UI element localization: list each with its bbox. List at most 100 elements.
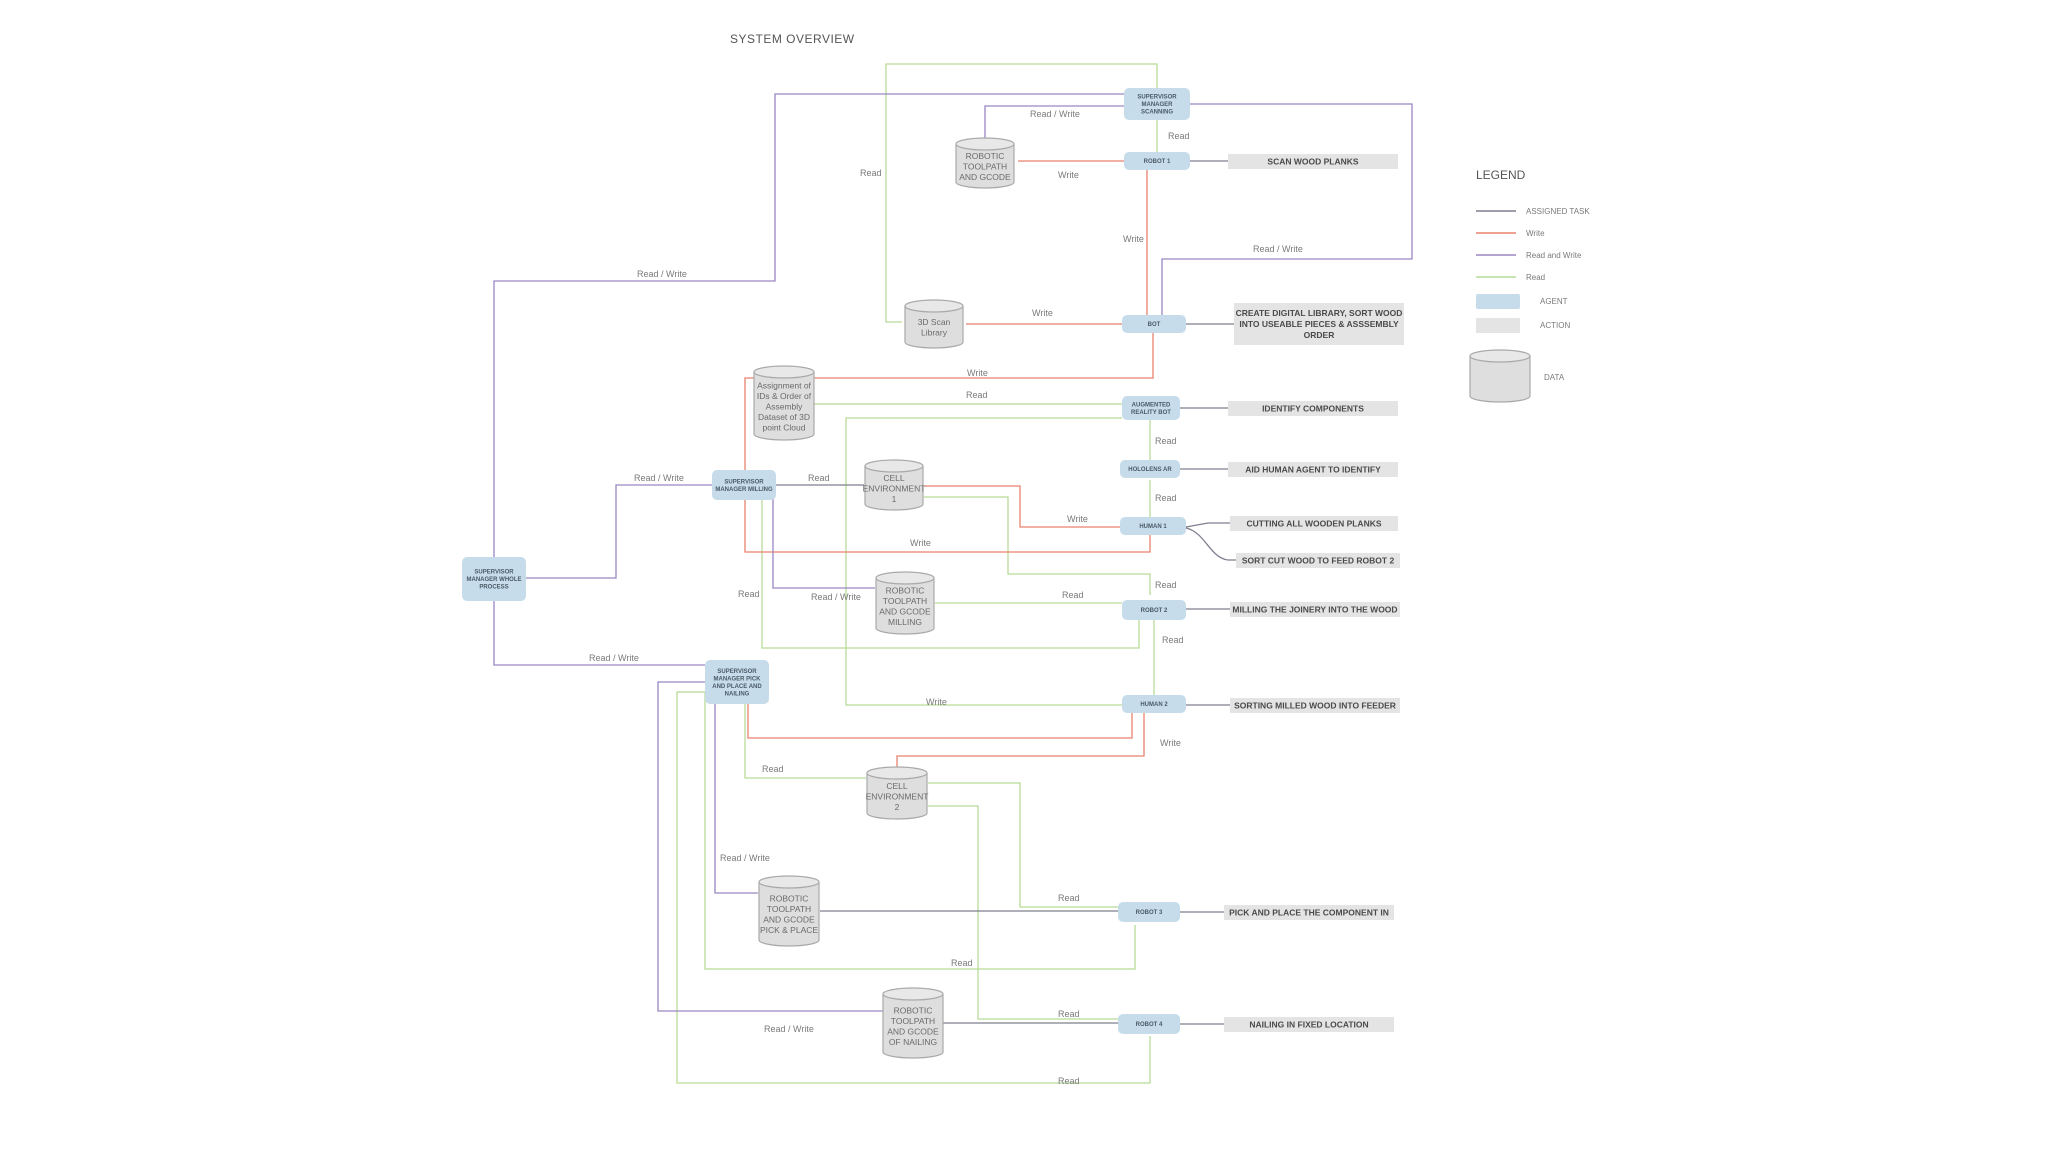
agent-label: HUMAN 2 [1140,702,1168,708]
agent-label: AUGMENTED [1132,402,1171,408]
data-store-body [882,994,944,1059]
legend-label: DATA [1544,373,1565,382]
rw-milling-to-toolmill [772,492,875,589]
agent-robot1: ROBOT 1 [1124,152,1190,170]
agent-label: REALITY BOT [1131,410,1171,416]
agent-box [1118,902,1180,922]
data-store-top [753,365,815,379]
read-bottom-to-robot3 [704,692,1136,970]
agent-robot4: ROBOT 4 [1118,1014,1180,1034]
legend-label: ASSIGNED TASK [1526,207,1590,216]
read-pick-to-cell2 [744,700,866,779]
legend-label: AGENT [1540,297,1568,306]
agent-label: SCANNING [1141,110,1173,116]
edge-label: Read [1155,580,1177,590]
action-label: IDENTIFY COMPONENTS [1262,403,1364,413]
agent-box [1120,517,1186,535]
action-box [1230,698,1400,713]
agent-label: BOT [1148,322,1161,328]
legend-swatch-agent [1476,294,1520,309]
action-identify: IDENTIFY COMPONENTS [1228,401,1398,416]
write-cell1-to-human1 [924,485,1120,528]
data-store-label: TOOLPATH [963,161,1007,171]
edge-label: Read [860,168,882,178]
data-store-label: CELL [883,473,905,483]
diagram-title: SYSTEM OVERVIEW [730,32,855,46]
agent-label: PROCESS [479,585,508,591]
action-box [1230,516,1398,531]
action-scan: SCAN WOOD PLANKS [1228,154,1398,169]
read-cell2-to-robot4 [928,805,1118,1020]
action-label: ORDER [1304,330,1335,340]
data-store-label: Assembly [766,401,804,411]
data-store-body [864,466,924,511]
data-store-body [904,306,964,349]
data-store-label: 1 [892,494,897,504]
data-store-label: PICK & PLACE [760,925,818,935]
edge-label: Write [1067,514,1088,524]
action-box [1228,462,1398,477]
agent-robot2: ROBOT 2 [1122,600,1186,620]
data-store-label: ROBOTIC [770,894,809,904]
edge-label: Read [1058,893,1080,903]
agent-box [1124,152,1190,170]
data-store-top [955,137,1015,151]
legend-swatch-data [1469,349,1531,403]
agent-label: SUPERVISOR [474,570,514,576]
legend-title: LEGEND [1476,168,1526,182]
legend-item: Read and Write [1476,251,1582,260]
action-milling: MILLING THE JOINERY INTO THE WOOD [1230,602,1400,617]
data-store-label: AND GCODE [763,915,815,925]
edge-label: Write [1160,738,1181,748]
read-scanlib-to-scan-supervisor [885,63,1158,323]
edge-label: Write [1032,308,1053,318]
rw-whole-to-scan-supervisor [493,93,1124,557]
write-bot-to-assign [744,333,1154,553]
agent-box [712,470,776,500]
agent-box [1122,396,1180,420]
edge-label: Write [926,697,947,707]
action-label: INTO USEABLE PIECES & ASSSEMBLY [1239,319,1399,329]
data-store-body [758,882,820,947]
edge-label: Read [808,473,830,483]
edge-label: Read [1155,493,1177,503]
agent-robot3: ROBOT 3 [1118,902,1180,922]
agent-ar-bot: AUGMENTED REALITY BOT [1122,396,1180,420]
agent-human1: HUMAN 1 [1120,517,1186,535]
action-label: AID HUMAN AGENT TO IDENTIFY [1245,464,1381,474]
legend-label: Read and Write [1526,251,1582,260]
data-store-label: point Cloud [762,422,805,432]
action-sorting: SORTING MILLED WOOD INTO FEEDER [1230,698,1400,713]
action-box [1224,1017,1394,1032]
edge-label: Write [1123,234,1144,244]
action-label: SCAN WOOD PLANKS [1267,156,1358,166]
legend-item: Read [1476,273,1545,282]
agent-box [1122,600,1186,620]
edge-label: Read [1062,590,1084,600]
assigned-human1-to-cutting [1185,522,1230,528]
edge-label: Read [966,390,988,400]
connections [493,63,1413,1084]
agent-label: HUMAN 1 [1139,524,1167,530]
edge-label: Read [1155,436,1177,446]
action-label: SORT CUT WOOD TO FEED ROBOT 2 [1242,555,1395,565]
agent-label: MANAGER PICK [713,676,761,682]
write-human2-to-cell2 [896,713,1145,767]
data-store-label: TOOLPATH [891,1016,935,1026]
agent-label: MANAGER [1142,102,1174,108]
action-sortcut: SORT CUT WOOD TO FEED ROBOT 2 [1236,553,1400,568]
legend-label: ACTION [1540,321,1570,330]
data-store-body [955,144,1015,189]
data-store-body [1469,356,1531,403]
action-box [1234,303,1404,345]
rw-pick-to-toolpick [714,702,758,894]
edge-label: Read [738,589,760,599]
